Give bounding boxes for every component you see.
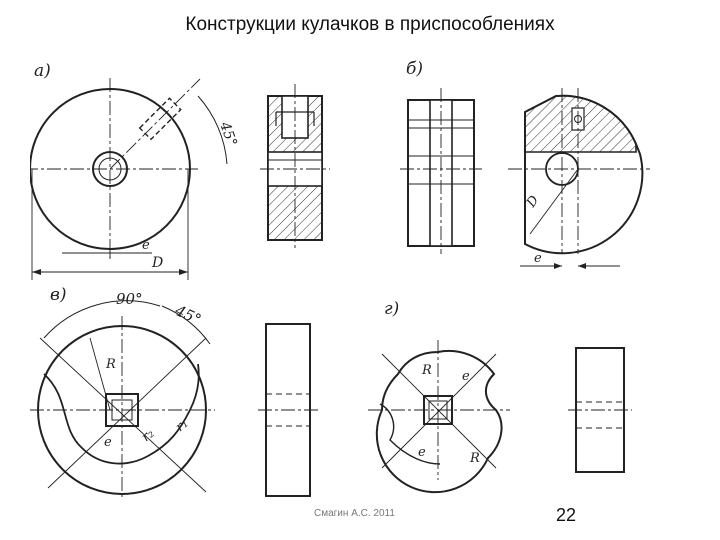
dim-e-b: e bbox=[534, 251, 542, 266]
panel-label-v: в) bbox=[50, 285, 67, 305]
page-number: 22 bbox=[556, 505, 577, 525]
dim-e-g2: e bbox=[418, 445, 426, 460]
panel-label-g: г) bbox=[384, 299, 399, 319]
dim-e-v: e bbox=[104, 435, 112, 450]
panel-label-b: б) bbox=[406, 59, 423, 79]
panel-b: б) D e bbox=[400, 59, 650, 269]
angle-45-label-v: 45° bbox=[171, 301, 204, 329]
dim-e-a: e bbox=[142, 238, 150, 253]
dim-r2-v: r₂ bbox=[139, 426, 157, 445]
footer-author: Смагин А.С. 2011 bbox=[314, 508, 395, 519]
slide-title: Конструкции кулачков в приспособлениях bbox=[185, 14, 555, 35]
dim-D-a: D bbox=[151, 255, 163, 271]
dim-e-g1: e bbox=[462, 369, 470, 384]
cam-v-profile bbox=[43, 363, 200, 465]
angle-90-label: 90° bbox=[116, 290, 143, 308]
panel-a: а) 45° e D bbox=[30, 61, 330, 280]
dim-R-g: R bbox=[421, 363, 432, 378]
panel-g: г) R e e R bbox=[368, 299, 632, 494]
dim-R-v: R bbox=[105, 357, 116, 372]
dim-D-b: D bbox=[523, 193, 542, 211]
angle-label-a: 45° bbox=[216, 119, 240, 149]
cam-drawings: а) 45° e D б) bbox=[30, 59, 650, 500]
panel-label-a: а) bbox=[34, 61, 51, 81]
dim-R-g2: R bbox=[469, 451, 480, 466]
cam-g-profile bbox=[375, 349, 503, 494]
panel-v: в) 90° 45° R e r₂ r₁ bbox=[30, 285, 318, 500]
